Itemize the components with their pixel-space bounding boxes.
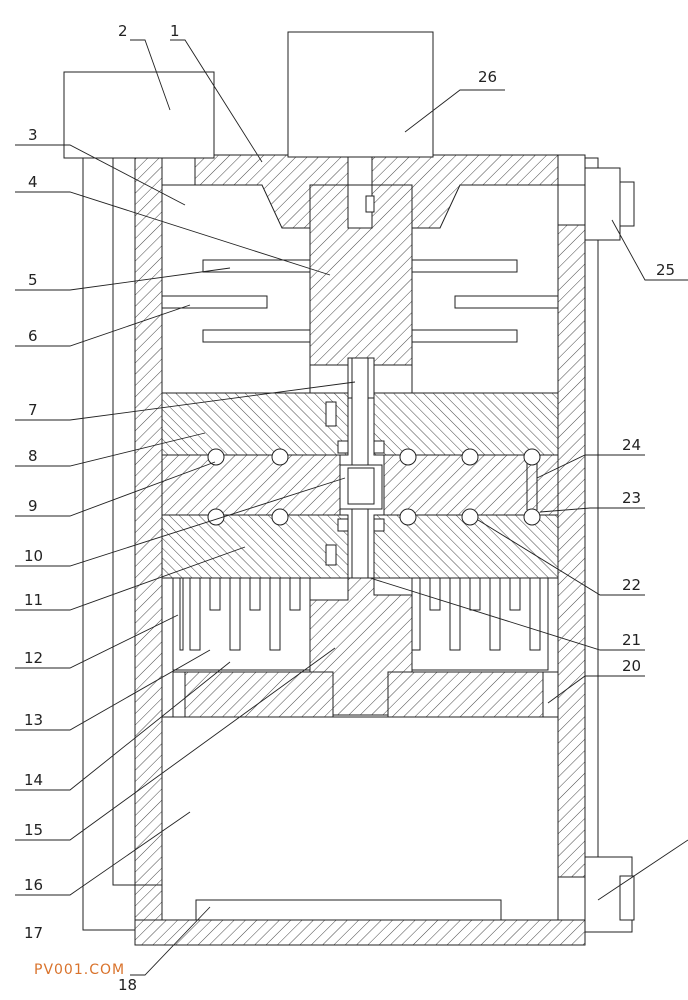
housing-bottom-wall: [134, 919, 586, 946]
label-5: 5: [28, 271, 38, 289]
label-24: 24: [622, 436, 641, 454]
label-25: 25: [656, 261, 675, 279]
label-17: 17: [24, 924, 43, 942]
comb-left: [172, 577, 311, 671]
label-8: 8: [28, 447, 38, 465]
blade-left-1: [202, 259, 311, 273]
plate-12: [161, 514, 349, 579]
label-18: 18: [118, 976, 137, 994]
motor-26: [287, 31, 434, 158]
tray-18: [195, 899, 502, 921]
housing-right-wall: [557, 224, 586, 946]
ball: [207, 448, 225, 466]
label-20: 20: [622, 657, 641, 675]
blade-right-3: [411, 329, 518, 343]
label-21: 21: [622, 631, 641, 649]
label-1: 1: [170, 22, 180, 40]
label-7: 7: [28, 401, 38, 419]
label-26: 26: [478, 68, 497, 86]
label-23: 23: [622, 489, 641, 507]
rotor-16: [309, 577, 413, 716]
label-16: 16: [24, 876, 43, 894]
plate-10: [161, 454, 341, 516]
box-2: [63, 71, 215, 159]
blade-left-2: [161, 295, 268, 309]
plate-8: [161, 392, 349, 456]
fitting-25: [584, 167, 621, 241]
watermark: PV001.COM: [34, 962, 126, 978]
label-3: 3: [28, 126, 38, 144]
label-10: 10: [24, 547, 43, 565]
blade-right-2: [454, 295, 559, 309]
label-4: 4: [28, 173, 38, 191]
label-11: 11: [24, 591, 43, 609]
base-block-left: [184, 671, 334, 718]
label-22: 22: [622, 576, 641, 594]
housing-left-lower: [134, 884, 163, 921]
base-block-right: [387, 671, 544, 718]
top-right-block: [557, 154, 586, 226]
label-9: 9: [28, 497, 38, 515]
label-13: 13: [24, 711, 43, 729]
blade-left-3: [202, 329, 311, 343]
comb-right: [411, 577, 549, 671]
label-14: 14: [24, 771, 43, 789]
label-2: 2: [118, 22, 128, 40]
housing-left-wall: [134, 154, 163, 886]
label-12: 12: [24, 649, 43, 667]
blade-right-1: [411, 259, 518, 273]
label-15: 15: [24, 821, 43, 839]
label-6: 6: [28, 327, 38, 345]
